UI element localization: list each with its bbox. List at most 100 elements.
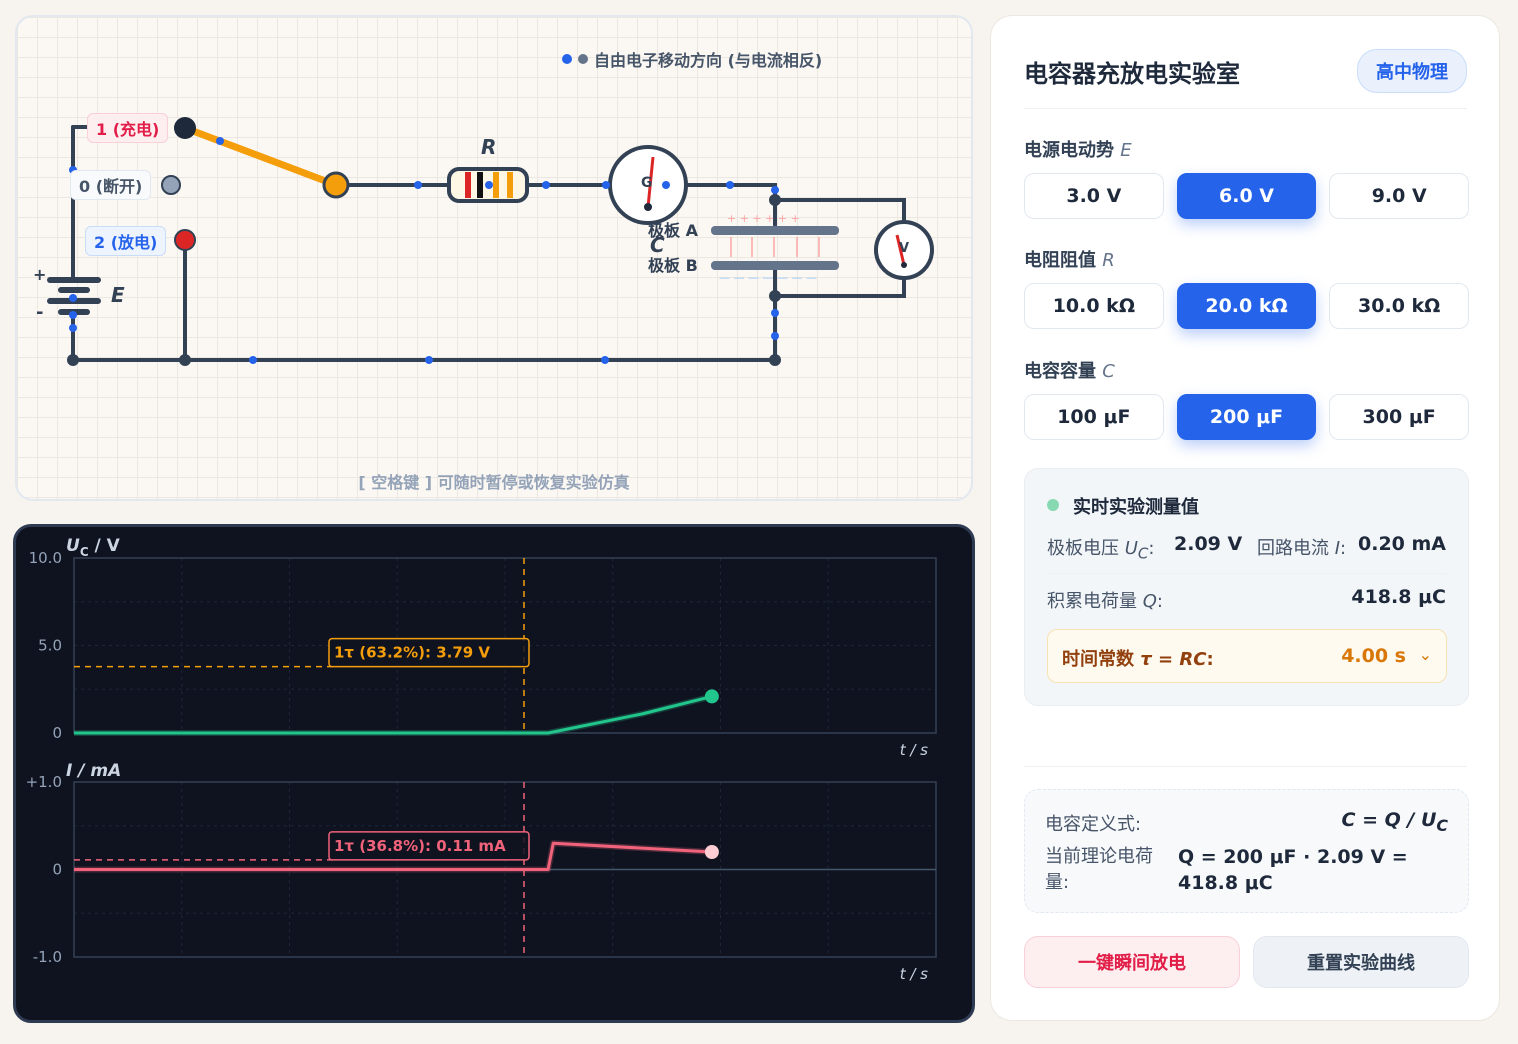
panel-title: 电容器充放电实验室 (1024, 60, 1240, 88)
theory-value: Q = 200 μF · 2.09 V = 418.8 μC (1178, 846, 1408, 894)
resistor-label: R (481, 135, 497, 159)
emf-option-3v[interactable]: 3.0 V (1024, 173, 1164, 219)
wire-voltmeter-bottom (773, 273, 906, 298)
svg-text:— — — — — — —: — — — — — — — (719, 271, 817, 284)
y-tick-label: -1.0 (33, 948, 62, 966)
electron (69, 311, 77, 319)
current-point-marker (704, 845, 719, 859)
voltmeter-label: V (899, 241, 910, 256)
capacitor-label: C (650, 233, 665, 257)
x-axis-label: t / s (900, 741, 928, 759)
definition-label: 电容定义式: (1045, 814, 1142, 835)
charge-contact[interactable] (174, 117, 196, 139)
measurement-box: 实时实验测量值 极板电压 UC: 2.09 V 回路电流 I: 0.20 mA … (1024, 468, 1469, 706)
battery (47, 277, 101, 315)
tau-annotation: 1τ (63.2%): 3.79 V (334, 644, 490, 662)
current-label: 回路电流 I: (1257, 538, 1347, 559)
resistance-option-20k[interactable]: 20.0 kΩ (1176, 283, 1317, 329)
resistance-option-10k[interactable]: 10.0 kΩ (1024, 283, 1164, 329)
electron (542, 181, 550, 189)
current-point-marker (704, 689, 719, 704)
emf-option-6v[interactable]: 6.0 V (1176, 173, 1317, 219)
electron-direction-legend: 自由电子移动方向 (与电流相反) (562, 47, 822, 71)
switch-label-charge[interactable]: 1 (充电) (87, 113, 169, 143)
switch-label-open[interactable]: 0 (断开) (70, 170, 152, 200)
voltmeter (874, 220, 934, 280)
discharge-contact[interactable] (174, 229, 196, 251)
resistance-options: 10.0 kΩ 20.0 kΩ 30.0 kΩ (1024, 283, 1470, 329)
formula-box: 电容定义式: C = Q / UC 当前理论电荷量: Q = 200 μF · … (1024, 789, 1469, 913)
capacitance-option-100[interactable]: 100 μF (1024, 394, 1164, 440)
electron-dot-icon (562, 54, 572, 64)
theory-label: 当前理论电荷量: (1045, 846, 1153, 893)
voltage-label: 极板电压 UC: (1047, 538, 1155, 563)
circuit-panel: + + + + + + — — — — — — — (15, 15, 973, 501)
tau-annotation: 1τ (36.8%): 0.11 mA (334, 837, 506, 855)
voltage-value: 2.09 V (1174, 533, 1243, 555)
y-tick-label: +1.0 (26, 773, 62, 791)
junction-dot (769, 354, 781, 366)
electron (485, 181, 493, 189)
y-tick-label: 0 (52, 724, 62, 742)
measurement-title: 实时实验测量值 (1073, 497, 1199, 518)
open-contact[interactable] (161, 175, 181, 195)
x-axis-label: t / s (900, 965, 928, 983)
emf-options: 3.0 V 6.0 V 9.0 V (1024, 173, 1470, 219)
divider (1024, 108, 1467, 109)
tau-annotation-box (328, 637, 530, 668)
electron (69, 324, 77, 332)
wire-to-capacitor-top (685, 183, 777, 227)
electron (771, 332, 779, 340)
switch-label-discharge[interactable]: 2 (放电) (85, 226, 167, 256)
battery-plus: + (33, 265, 47, 284)
electron (216, 137, 224, 145)
electron (69, 294, 77, 302)
electron (602, 181, 610, 189)
divider (1047, 573, 1446, 574)
y-axis-label: UC / V (66, 536, 121, 559)
electron (601, 356, 609, 364)
capacitance-group-label: 电容容量 C (1024, 361, 1115, 382)
electron (771, 309, 779, 317)
charge-label: 积累电荷量 Q: (1047, 591, 1163, 612)
electron (771, 186, 779, 194)
emf-option-9v[interactable]: 9.0 V (1329, 173, 1470, 219)
tau-value: 4.00 s (1341, 645, 1406, 667)
y-tick-label: 0 (52, 861, 62, 879)
current-value: 0.20 mA (1358, 533, 1446, 555)
svg-text:+ + + + + +: + + + + + + (727, 212, 800, 225)
y-tick-label: 5.0 (38, 637, 62, 655)
space-key-hint: [ 空格键 ] 可随时暂停或恢复实验仿真 (358, 473, 630, 492)
plate-a-label: 极板 A (648, 221, 698, 240)
reset-curve-button[interactable]: 重置实验曲线 (1253, 936, 1469, 988)
series-glow (74, 693, 713, 736)
junction-dot (67, 354, 79, 366)
switch-pivot[interactable] (322, 171, 350, 199)
divider (1024, 766, 1467, 767)
time-constant-row[interactable]: 时间常数 τ = RC: 4.00 s ⌄ (1047, 629, 1447, 683)
charge-value: 418.8 μC (1351, 586, 1446, 608)
resistance-option-30k[interactable]: 30.0 kΩ (1329, 283, 1470, 329)
circuit-diagram: + + + + + + — — — — — — — (47, 117, 934, 366)
discharge-button[interactable]: 一键瞬间放电 (1024, 936, 1240, 988)
resistance-group-label: 电阻阻值 R (1024, 250, 1115, 271)
graphs-svg: 10.0 5.0 0 UC / V t / s 1τ (63.2%): 3.79 V +1.… (26, 536, 937, 983)
capacitance-options: 100 μF 200 μF 300 μF (1024, 394, 1470, 440)
y-axis-label: I / mA (66, 761, 121, 781)
galvanometer-label: G (641, 175, 653, 191)
capacitance-option-200[interactable]: 200 μF (1176, 394, 1317, 440)
electron-dot-icon (578, 54, 588, 64)
junction-dot (179, 354, 191, 366)
junction-dot (769, 290, 781, 302)
capacitance-option-300[interactable]: 300 μF (1329, 394, 1470, 440)
capacitor: + + + + + + — — — — — — — (711, 212, 839, 284)
tau-label: 时间常数 τ = RC: (1062, 649, 1214, 670)
electron (249, 356, 257, 364)
graph-panel: 10.0 5.0 0 UC / V t / s 1τ (63.2%): 3.79 V +1.… (13, 524, 975, 1023)
legend-text: 自由电子移动方向 (与电流相反) (594, 51, 823, 70)
electron (425, 356, 433, 364)
live-indicator-icon (1047, 499, 1059, 511)
electron (662, 181, 670, 189)
switch-arm[interactable] (181, 124, 340, 189)
y-tick-label: 10.0 (29, 549, 62, 567)
